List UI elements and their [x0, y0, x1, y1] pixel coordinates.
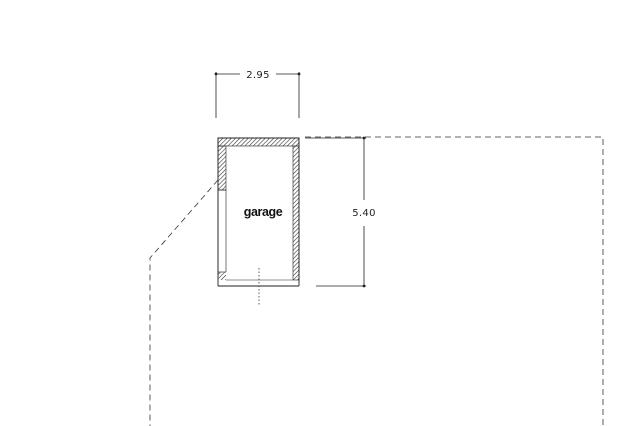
width-tick-right	[297, 72, 301, 76]
garage-right-wall	[292, 145, 300, 281]
garage-label: garage	[244, 205, 283, 219]
depth-tick-bottom	[362, 284, 366, 288]
garage-walls	[217, 137, 300, 287]
garage-left-wall-bottom	[218, 272, 226, 280]
garage-top-wall	[217, 137, 300, 147]
site-boundary-right	[305, 136, 604, 426]
width-tick-left	[214, 72, 218, 76]
depth-tick-top	[362, 136, 366, 140]
site-outline	[149, 136, 604, 426]
width-dimension: 2.95	[214, 70, 301, 118]
garage-left-wall-lower	[217, 189, 227, 273]
site-boundary-left	[149, 179, 219, 426]
depth-dimension: 5.40	[305, 136, 375, 288]
garage-left-wall-upper	[217, 145, 227, 191]
width-dimension-label: 2.95	[246, 70, 269, 81]
depth-dimension-label: 5.40	[352, 208, 375, 219]
